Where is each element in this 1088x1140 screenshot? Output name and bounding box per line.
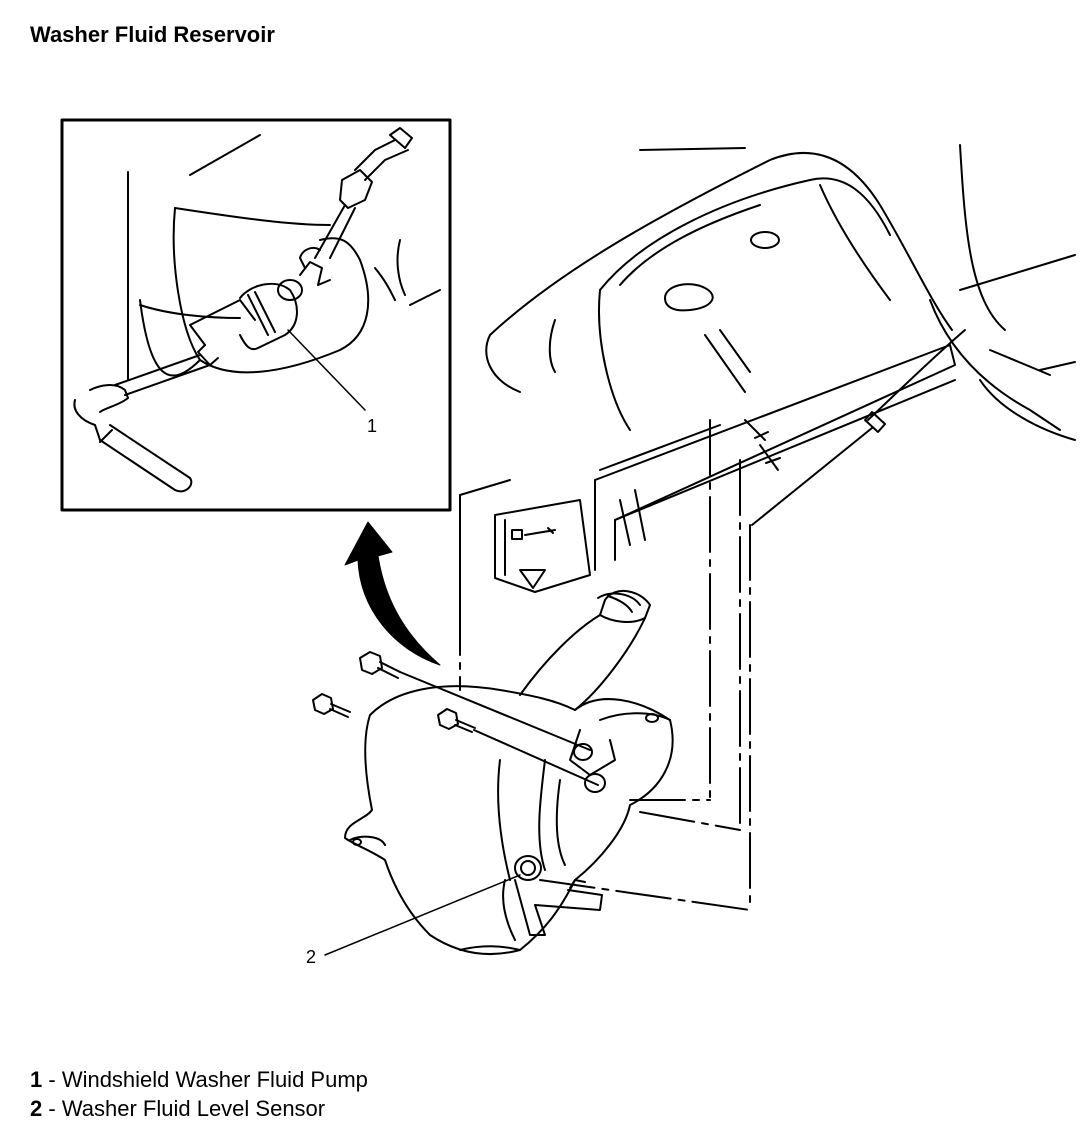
vehicle-body: [485, 144, 1076, 441]
legend-item: 2 - Washer Fluid Level Sensor: [30, 1094, 368, 1123]
legend-number: 1: [30, 1067, 43, 1092]
callout-2-label: 2: [306, 947, 316, 967]
callout-1-label: 1: [367, 416, 377, 436]
bolt-3: [437, 708, 599, 786]
sensor-wire: [751, 329, 966, 526]
legend-separator: -: [42, 1067, 62, 1092]
callout-legend: 1 - Windshield Washer Fluid Pump 2 - Was…: [30, 1065, 368, 1123]
page-title: Washer Fluid Reservoir: [30, 22, 275, 47]
legend-separator: -: [42, 1096, 62, 1121]
reservoir-diagram: 1 2: [60, 118, 1076, 967]
legend-label: Washer Fluid Level Sensor: [61, 1096, 326, 1121]
washer-fluid-reservoir: [344, 590, 674, 956]
frame-rail: [459, 344, 956, 601]
alignment-lines: [459, 419, 751, 911]
curved-arrow-icon: [344, 521, 441, 666]
legend-number: 2: [30, 1096, 43, 1121]
legend-item: 1 - Windshield Washer Fluid Pump: [30, 1065, 368, 1094]
legend-label: Windshield Washer Fluid Pump: [61, 1067, 368, 1092]
bolts: [312, 651, 599, 786]
bolt-2: [312, 693, 351, 718]
inset-detail: 1: [60, 118, 452, 512]
bolt-1: [359, 651, 591, 751]
